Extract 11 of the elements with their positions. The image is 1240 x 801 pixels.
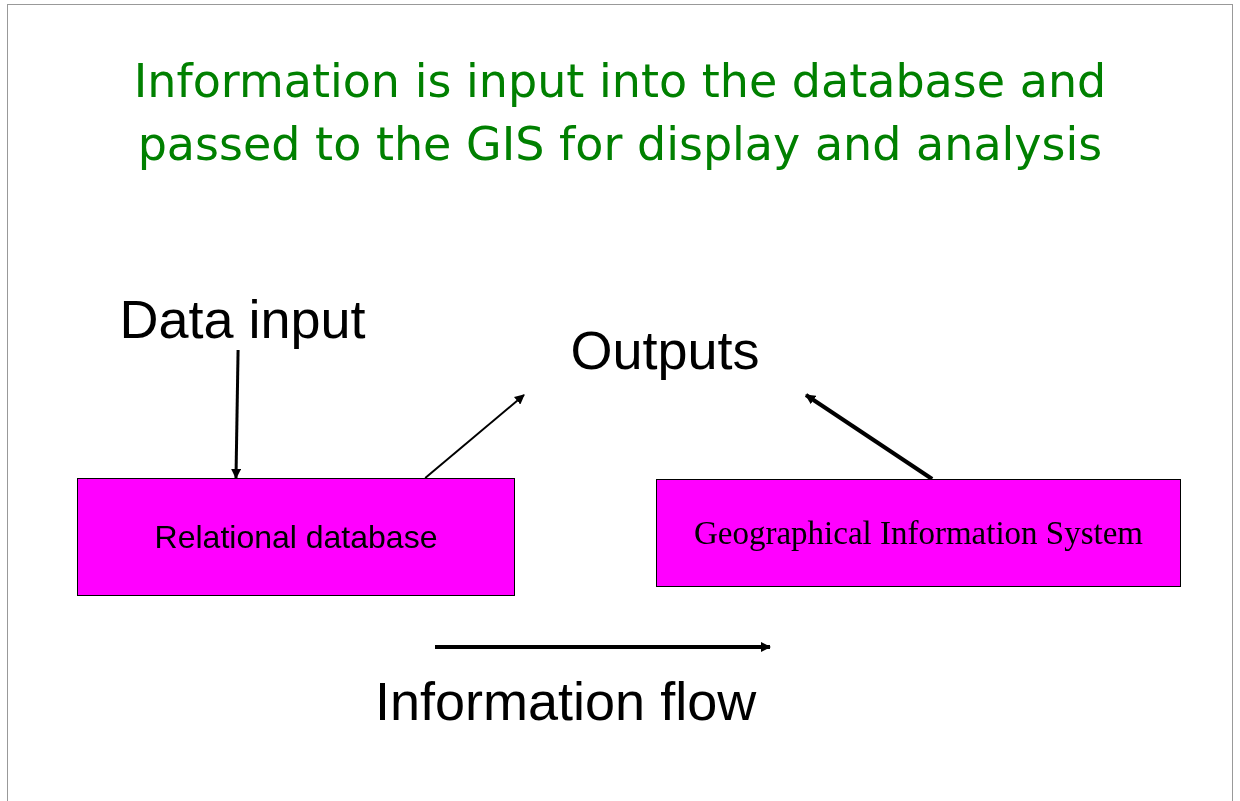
output-label: Outputs (570, 319, 760, 381)
input-label: Data input (119, 288, 366, 350)
arrow (804, 393, 934, 481)
arrow (424, 394, 525, 479)
process-box (77, 478, 515, 596)
flow-label: Information flow (375, 670, 757, 732)
process-box (656, 479, 1181, 587)
arrow (231, 349, 242, 479)
box-label: Geographical Information System (693, 514, 1143, 552)
title: Information is input into the database and passed to the GIS for display and analysis (132, 53, 1108, 173)
box-label: Relational database (154, 518, 438, 556)
